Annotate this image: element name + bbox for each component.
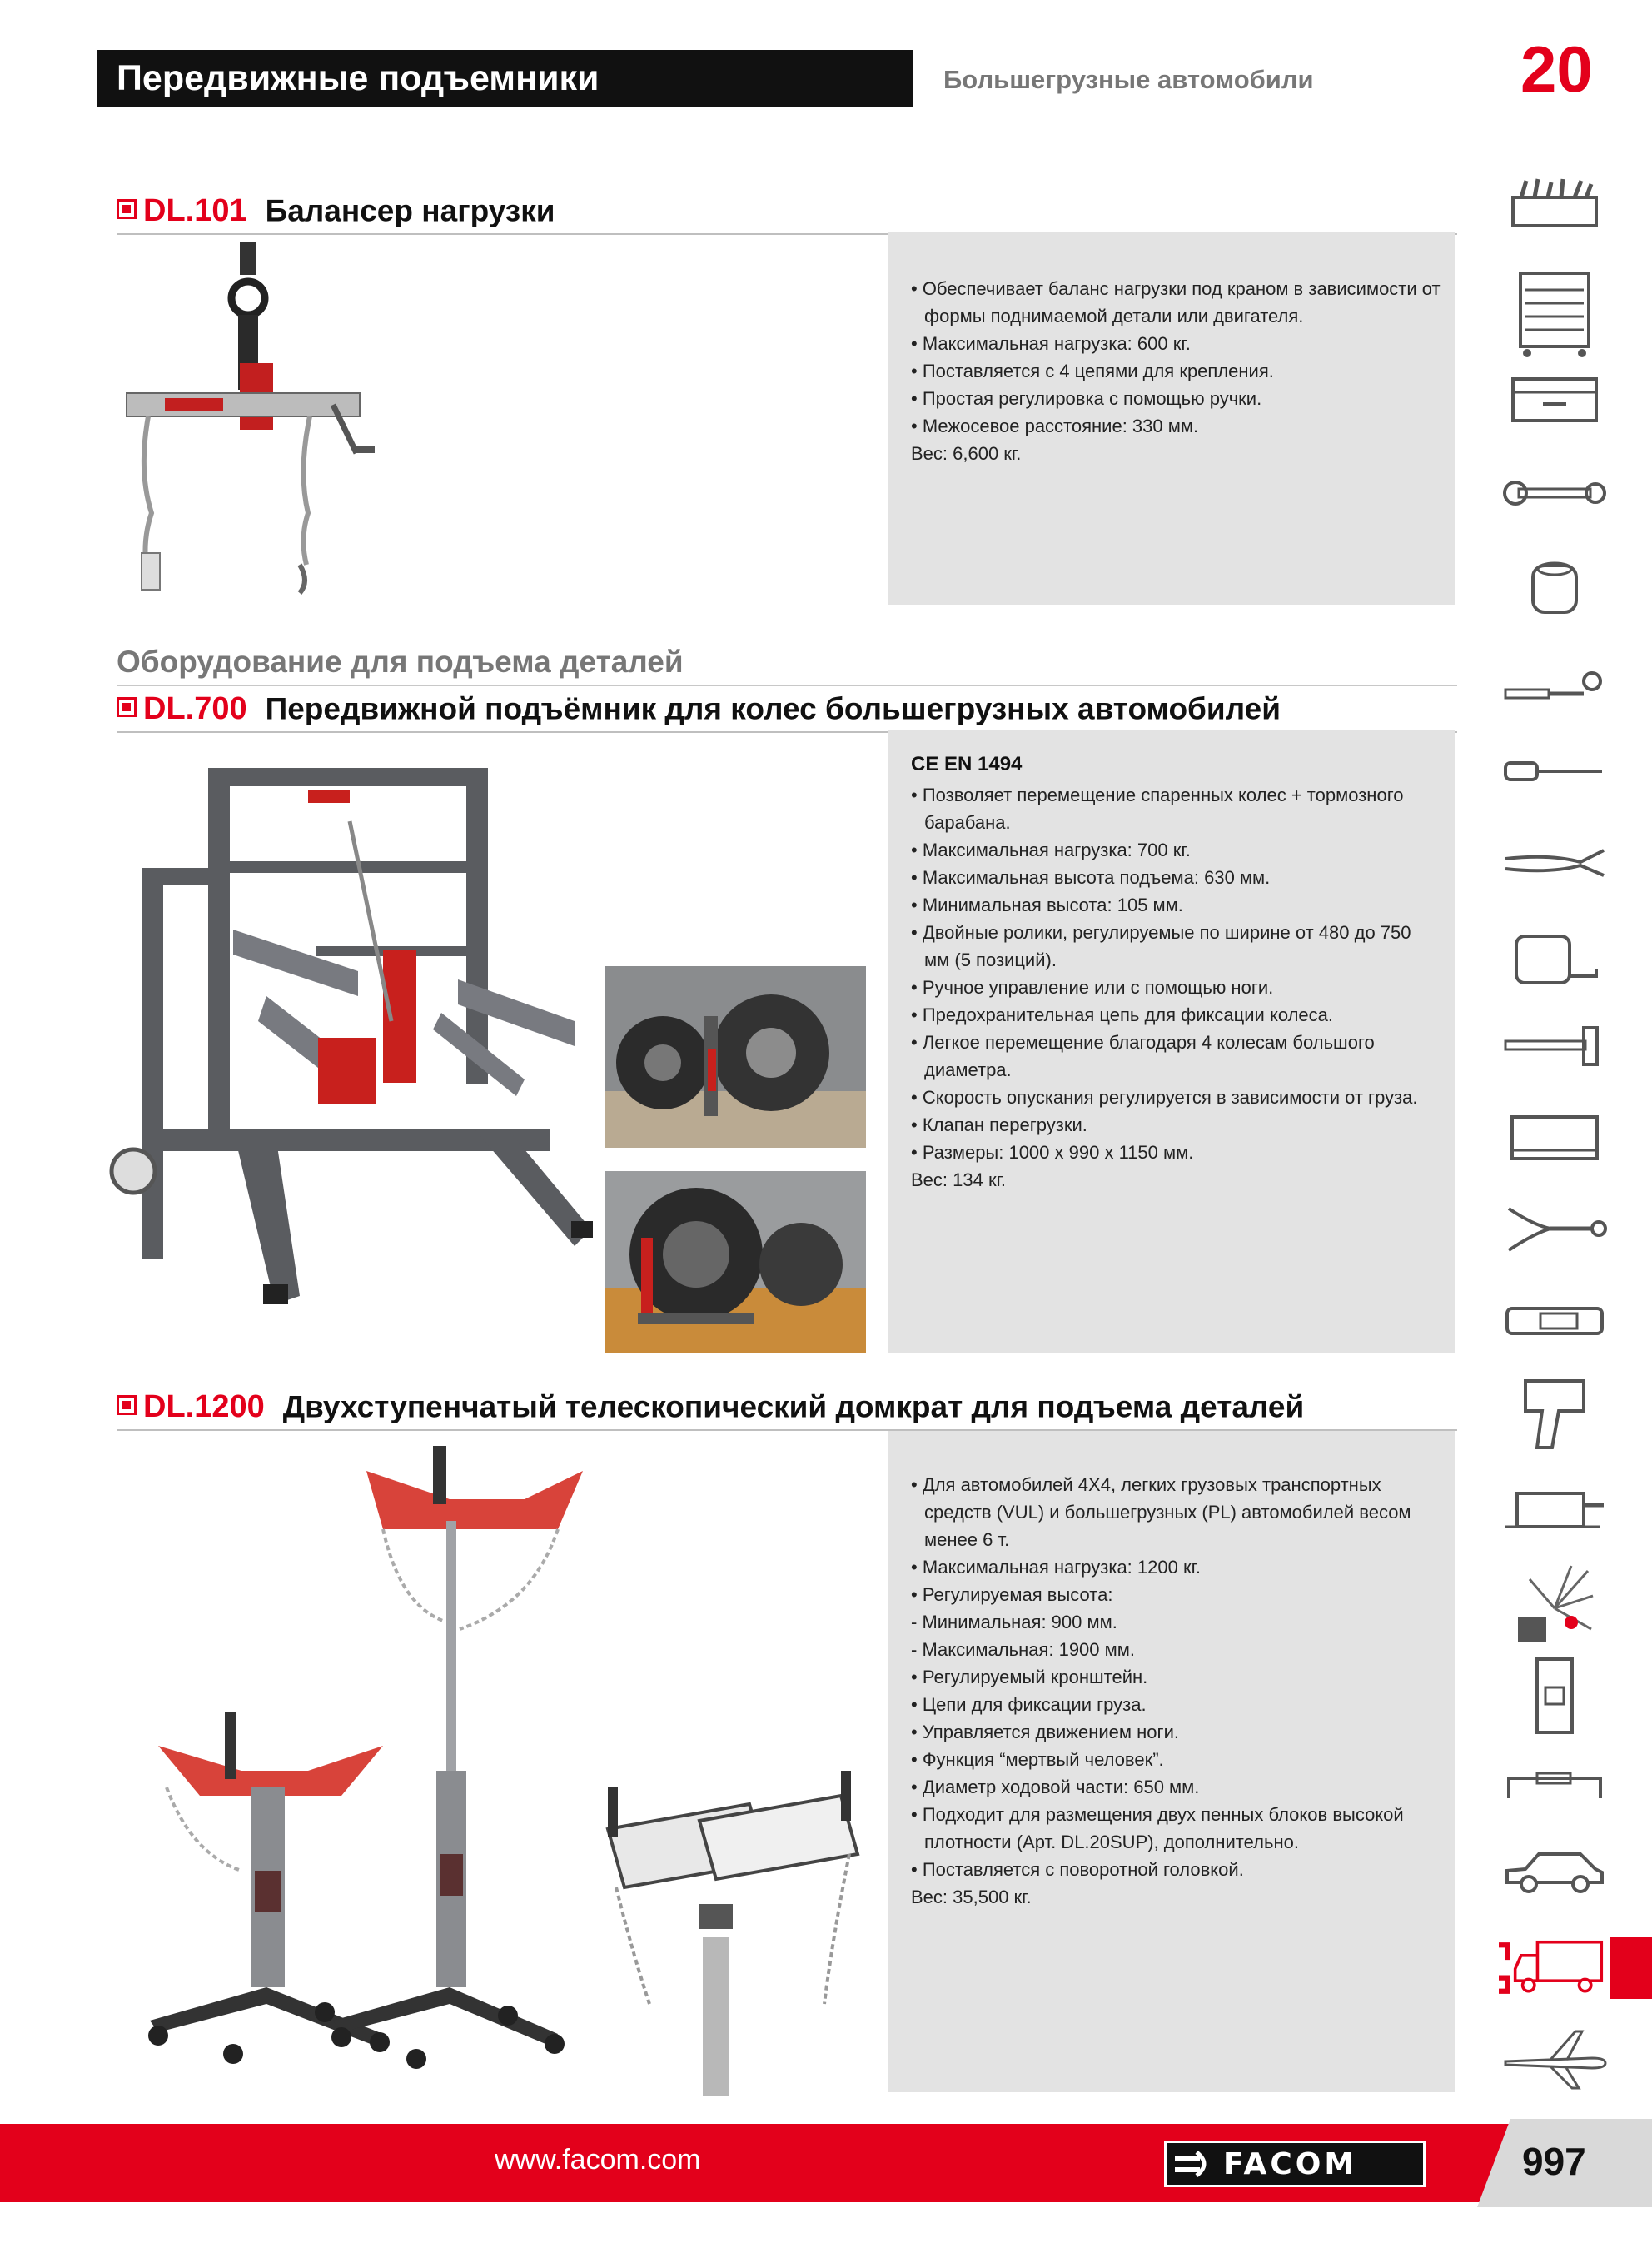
ratchet-icon[interactable] — [1499, 656, 1610, 723]
socket-icon[interactable] — [1499, 550, 1610, 625]
feature-item: • Поставляется с поворотной головкой. — [911, 1859, 1244, 1880]
bullet-square-icon — [117, 198, 137, 219]
tape-measure-icon[interactable] — [1499, 921, 1610, 996]
hacksaw-icon[interactable] — [1499, 1104, 1610, 1171]
page-number-tab — [1477, 2119, 1652, 2207]
feature-item: • Регулируемый кронштейн. — [911, 1667, 1148, 1687]
feature-item: • Клапан перегрузки. — [911, 1114, 1087, 1135]
dl700-heading: DL.700 Передвижной подъёмник для колес бо… — [117, 691, 1457, 733]
feature-item: Вес: 134 кг. — [911, 1169, 1007, 1190]
category-title: Оборудование для подъема деталей — [117, 645, 1457, 686]
feature-list: • Для автомобилей 4X4, легких грузовых т… — [911, 1471, 1441, 1911]
dl700-usage-photo-2 — [605, 1171, 866, 1353]
feature-item: Вес: 6,600 кг. — [911, 443, 1022, 464]
dl1200-photos — [133, 1438, 883, 2096]
impact-wrench-icon[interactable] — [1499, 1373, 1610, 1456]
header-bar — [97, 50, 913, 107]
dl101-description: • Обеспечивает баланс нагрузки под крано… — [888, 232, 1455, 605]
dl700-photo — [108, 763, 600, 1329]
feature-item: • Управляется движением ноги. — [911, 1722, 1179, 1742]
page-title: Передвижные подъемники — [117, 58, 600, 98]
circuit-breaker-icon[interactable] — [1499, 1654, 1610, 1737]
multimeter-icon[interactable] — [1499, 1288, 1610, 1354]
chapter-number: 20 — [1520, 32, 1593, 106]
bullet-square-icon — [117, 1394, 137, 1415]
feature-item: • Минимальная высота: 105 мм. — [911, 895, 1183, 915]
wrench-icon[interactable] — [1499, 460, 1610, 526]
feature-list: • Позволяет перемещение спаренных колес … — [911, 781, 1441, 1194]
product-code: DL.700 — [143, 691, 247, 726]
feature-item: • Цепи для фиксации груза. — [911, 1694, 1147, 1715]
truck-icon[interactable] — [1499, 1931, 1610, 2006]
bullet-square-icon — [117, 696, 137, 717]
product-name: Двухступенчатый телескопический домкрат … — [282, 1389, 1305, 1424]
feature-item: • Ручное управление или с помощью ноги. — [911, 977, 1274, 998]
product-code: DL.101 — [143, 193, 247, 228]
feature-item: Вес: 35,500 кг. — [911, 1887, 1032, 1907]
product-code: DL.1200 — [143, 1389, 265, 1424]
feature-item: • Межосевое расстояние: 330 мм. — [911, 416, 1199, 436]
feature-item: • Максимальная нагрузка: 600 кг. — [911, 333, 1191, 354]
tool-box-icon[interactable] — [1499, 172, 1610, 238]
feature-item: • Позволяет перемещение спаренных колес … — [911, 785, 1404, 833]
safety-icon[interactable] — [1499, 1563, 1610, 1654]
tool-cabinet-icon[interactable] — [1499, 268, 1610, 360]
feature-item: • Регулируемая высота: — [911, 1584, 1113, 1605]
feature-item: • Максимальная высота подъема: 630 мм. — [911, 867, 1271, 888]
page-number: 997 — [1522, 2140, 1586, 2183]
dl700-usage-photo-1 — [605, 966, 866, 1148]
dl101-photo — [115, 238, 381, 613]
feature-item: • Максимальная нагрузка: 700 кг. — [911, 840, 1191, 860]
feature-list: • Обеспечивает баланс нагрузки под крано… — [911, 275, 1441, 467]
standard-label: CE EN 1494 — [911, 753, 1023, 775]
feature-item: • Обеспечивает баланс нагрузки под крано… — [911, 278, 1441, 326]
feature-item: • Легкое перемещение благодаря 4 колесам… — [911, 1032, 1375, 1080]
drawer-icon[interactable] — [1499, 366, 1610, 433]
dl101-heading: DL.101 Балансер нагрузки — [117, 193, 1457, 235]
feature-item: • Двойные ролики, регулируемые по ширине… — [911, 922, 1411, 970]
dl700-description: CE EN 1494 • Позволяет перемещение спаре… — [888, 730, 1455, 1353]
feature-item: • Для автомобилей 4X4, легких грузовых т… — [911, 1474, 1411, 1550]
feature-item: • Поставляется с 4 цепями для крепления. — [911, 361, 1274, 381]
feature-item: • Максимальная нагрузка: 1200 кг. — [911, 1557, 1202, 1578]
feature-item: • Скорость опускания регулируется в зави… — [911, 1087, 1418, 1108]
vise-icon[interactable] — [1499, 1473, 1610, 1539]
facom-logo: FACOM — [1164, 2141, 1426, 2187]
handle-icon[interactable] — [1499, 1752, 1610, 1819]
feature-item: • Простая регулировка с помощью ручки. — [911, 388, 1262, 409]
airplane-icon[interactable] — [1499, 2021, 1610, 2096]
screwdriver-icon[interactable] — [1499, 738, 1610, 805]
product-name: Балансер нагрузки — [265, 193, 555, 228]
pliers-icon[interactable] — [1499, 830, 1610, 896]
facom-emblem-icon — [1175, 2151, 1207, 2177]
puller-icon[interactable] — [1499, 1196, 1610, 1263]
feature-item: • Предохранительная цепь для фиксации ко… — [911, 1004, 1333, 1025]
dl1200-description: • Для автомобилей 4X4, легких грузовых т… — [888, 1431, 1455, 2092]
feature-item: - Минимальная: 900 мм. — [911, 1612, 1117, 1632]
active-tab-marker — [1610, 1937, 1652, 1999]
section-subtitle: Большегрузные автомобили — [943, 65, 1314, 94]
website-link[interactable]: www.facom.com — [495, 2144, 701, 2176]
feature-item: • Диаметр ходовой части: 650 мм. — [911, 1777, 1200, 1797]
hammer-icon[interactable] — [1499, 1013, 1610, 1079]
car-icon[interactable] — [1499, 1837, 1610, 1904]
feature-item: - Максимальная: 1900 мм. — [911, 1639, 1136, 1660]
feature-item: • Подходит для размещения двух пенных бл… — [911, 1804, 1404, 1852]
product-name: Передвижной подъёмник для колес большегр… — [265, 691, 1281, 726]
dl1200-heading: DL.1200 Двухступенчатый телескопический д… — [117, 1389, 1457, 1431]
brand-name: FACOM — [1223, 2146, 1358, 2181]
feature-item: • Функция “мертвый человек”. — [911, 1749, 1164, 1770]
feature-item: • Размеры: 1000 x 990 x 1150 мм. — [911, 1142, 1194, 1163]
